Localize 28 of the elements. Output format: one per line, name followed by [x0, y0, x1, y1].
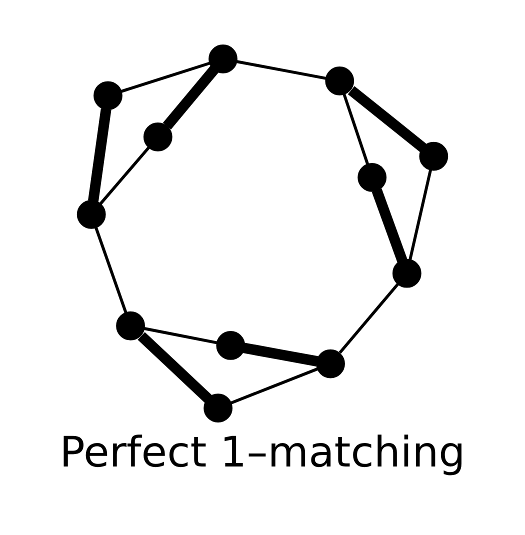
caption: Perfect 1–matching — [60, 427, 466, 476]
node-circle — [94, 80, 122, 110]
connector — [408, 168, 432, 260]
node-circle — [208, 44, 238, 73]
connector — [236, 60, 327, 80]
node-circle — [204, 393, 233, 422]
connector — [120, 61, 210, 92]
connector — [138, 332, 212, 402]
connector — [348, 86, 426, 152]
connector — [230, 366, 318, 404]
node-circle — [316, 348, 345, 378]
connector — [372, 188, 408, 262]
connector — [88, 108, 112, 202]
connector — [98, 146, 150, 205]
connector — [342, 92, 370, 164]
node-circle — [143, 122, 172, 151]
node-circle — [116, 310, 145, 340]
node-circle — [358, 162, 387, 192]
node-circle — [216, 330, 246, 360]
node-circle — [392, 258, 422, 288]
connector — [94, 226, 128, 314]
node-circle — [76, 199, 106, 228]
connector — [162, 65, 218, 129]
connector — [338, 282, 400, 354]
node-circle — [325, 66, 354, 95]
connector — [143, 326, 218, 344]
connector — [242, 342, 318, 366]
node-circle — [419, 141, 448, 170]
